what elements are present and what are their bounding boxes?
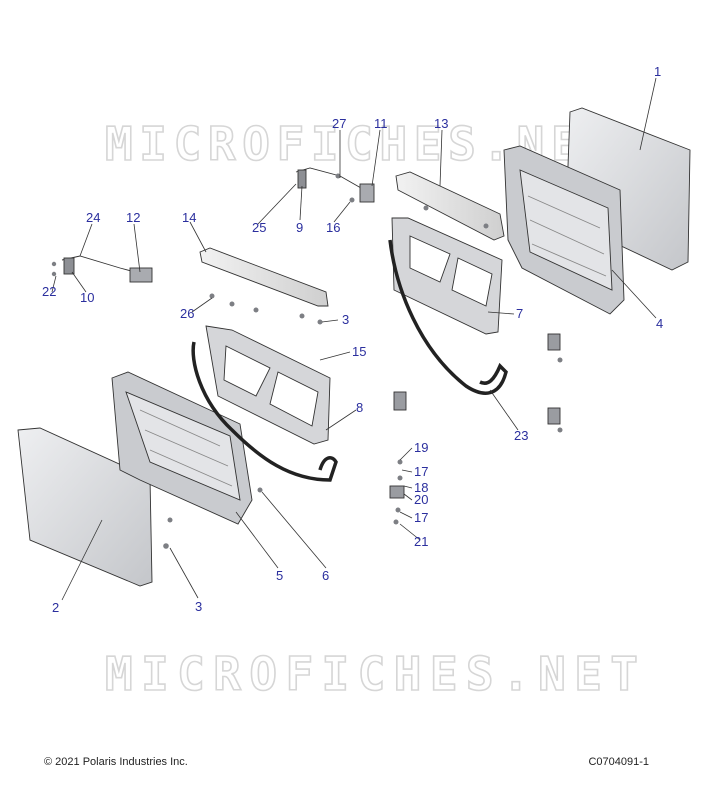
front-handle (129, 267, 153, 283)
callout-6: 6 (322, 568, 329, 583)
rear-upper-trim (395, 171, 505, 241)
callout-10: 10 (80, 290, 94, 305)
callout-14: 14 (182, 210, 196, 225)
callout-1: 1 (654, 64, 661, 79)
callout-numbers: 1 2 3 3 4 5 6 7 8 9 10 11 12 13 14 15 16… (42, 64, 663, 615)
callout-26: 26 (180, 306, 194, 321)
hinge-assemblies (389, 333, 561, 499)
callout-4: 4 (656, 316, 663, 331)
callout-18: 18 (414, 480, 428, 495)
callout-24: 24 (86, 210, 100, 225)
callout-11: 11 (374, 116, 388, 131)
callout-3a: 3 (195, 599, 202, 614)
callout-23: 23 (514, 428, 528, 443)
callout-21: 21 (414, 534, 428, 549)
callout-27: 27 (332, 116, 346, 131)
copyright-notice: © 2021 Polaris Industries Inc. (44, 756, 188, 768)
callout-2: 2 (52, 600, 59, 615)
watermark-bottom: MICROFICHES.NET (105, 647, 640, 701)
rear-handle (359, 183, 375, 203)
front-upper-trim (199, 247, 329, 307)
callout-25: 25 (252, 220, 266, 235)
callout-7: 7 (516, 306, 523, 321)
front-door-outer-panel (17, 427, 153, 587)
callout-17b: 17 (414, 510, 428, 525)
front-door-seal (191, 341, 338, 482)
rear-door-seal (388, 239, 508, 395)
callout-3b: 3 (342, 312, 349, 327)
callout-5: 5 (276, 568, 283, 583)
callout-20: 20 (414, 492, 428, 507)
rear-latch (297, 169, 307, 189)
callout-13: 13 (434, 116, 448, 131)
drawing-number: C0704091-1 (588, 756, 649, 768)
fasteners (51, 173, 563, 549)
callout-9: 9 (296, 220, 303, 235)
callout-15: 15 (352, 344, 366, 359)
callout-12: 12 (126, 210, 140, 225)
rear-latch-cable (295, 167, 369, 193)
leader-lines (51, 77, 657, 601)
callout-16: 16 (326, 220, 340, 235)
front-latch (63, 257, 75, 275)
callout-19: 19 (414, 440, 428, 455)
callout-22: 22 (42, 284, 56, 299)
callout-8: 8 (356, 400, 363, 415)
callout-17a: 17 (414, 464, 428, 479)
